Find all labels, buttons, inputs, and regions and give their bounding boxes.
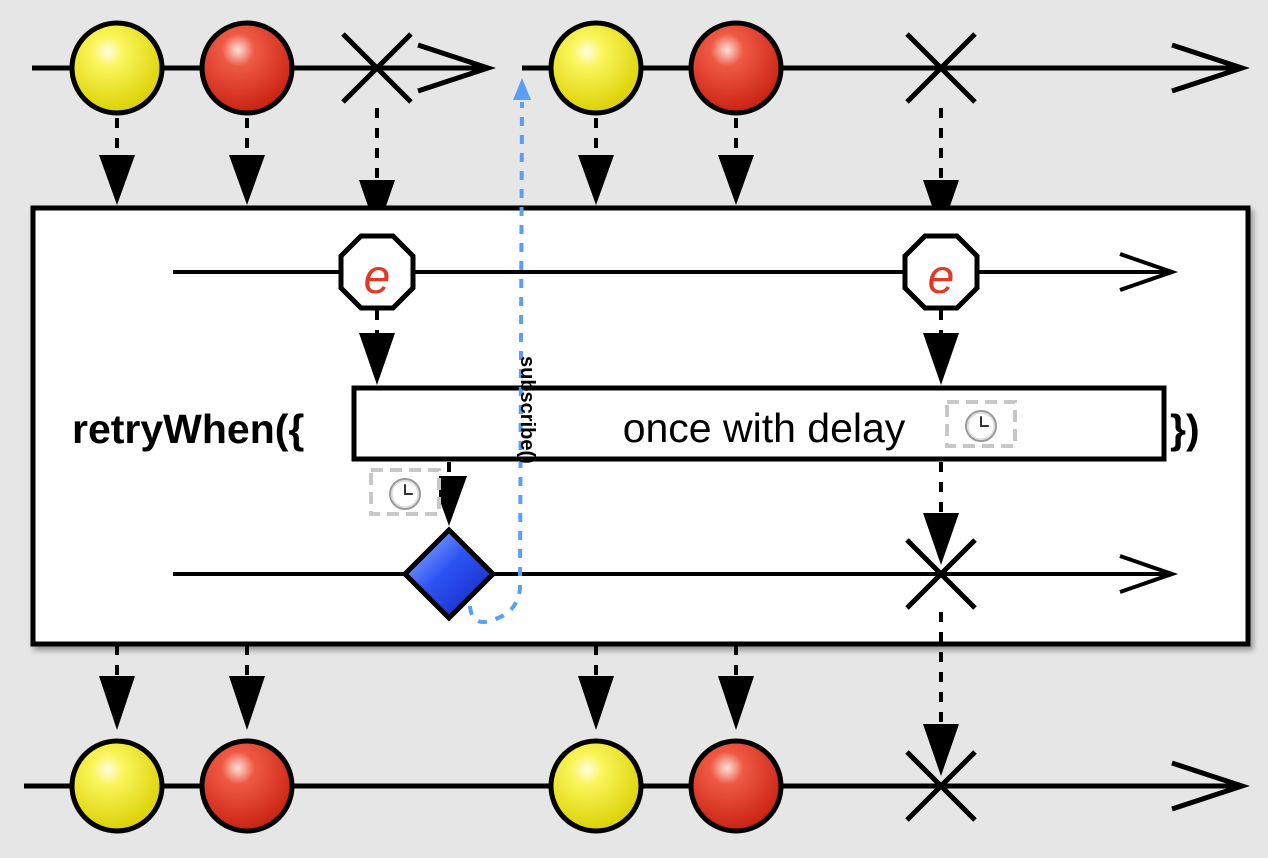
source-arrowhead-first — [417, 42, 497, 94]
notifier-arrowhead — [1119, 554, 1179, 594]
output-arrows — [99, 612, 959, 776]
error-symbol: e — [928, 251, 955, 304]
output-arrowhead — [229, 676, 265, 730]
input-arrowhead — [718, 155, 754, 205]
function-output-arrowhead — [923, 513, 959, 565]
source-marble-yellow-2 — [548, 20, 644, 116]
input-arrows — [99, 108, 959, 232]
error-to-function-arrowhead — [923, 333, 959, 385]
subscribe-label: subscribe() — [516, 356, 538, 464]
result-error-cross — [905, 750, 977, 822]
source-marble-yellow-1 — [69, 20, 165, 116]
input-arrowhead — [578, 155, 614, 205]
operator-label-suffix: }) — [1170, 406, 1200, 452]
result-marble-yellow-1 — [69, 738, 165, 834]
output-arrowhead — [923, 724, 959, 776]
result-marble-red-1 — [199, 738, 295, 834]
operator-label-prefix: retryWhen({ — [72, 406, 304, 452]
output-arrowhead — [578, 676, 614, 730]
input-arrowhead — [99, 155, 135, 205]
source-arrowhead-second — [1171, 42, 1251, 94]
subscribe-arrowhead — [513, 78, 531, 100]
input-arrow — [115, 108, 943, 180]
cross-icon — [905, 538, 977, 610]
diamond-icon — [401, 526, 497, 622]
error-octagon-icon: e — [902, 233, 980, 311]
result-marble-red-2 — [688, 738, 784, 834]
function-label: once with delay — [623, 405, 906, 451]
errors-arrowhead — [1119, 252, 1179, 292]
input-arrowhead — [229, 155, 265, 205]
result-arrowhead — [1171, 760, 1251, 812]
subscribe-line — [468, 101, 524, 624]
error-to-function-arrows — [359, 310, 959, 385]
subscribe-path: subscribe() — [468, 78, 538, 624]
notifier-timeline — [173, 526, 1179, 622]
source-error-cross-2 — [905, 32, 977, 104]
error-to-function-arrowhead — [359, 333, 395, 385]
result-timeline — [24, 738, 1251, 834]
source-error-cross-1 — [341, 32, 413, 104]
output-arrowhead — [718, 676, 754, 730]
source-marble-red-2 — [688, 20, 784, 116]
output-arrowhead — [99, 676, 135, 730]
function-output-arrows — [369, 462, 959, 565]
clock-icon — [369, 468, 441, 516]
source-marble-red-1 — [199, 20, 295, 116]
clock-icon — [945, 400, 1017, 448]
function-box — [351, 385, 1167, 462]
errors-timeline: e e — [173, 233, 1179, 311]
source-timeline — [32, 20, 1251, 116]
result-marble-yellow-2 — [548, 738, 644, 834]
error-symbol: e — [364, 251, 391, 304]
error-octagon-icon: e — [338, 233, 416, 311]
